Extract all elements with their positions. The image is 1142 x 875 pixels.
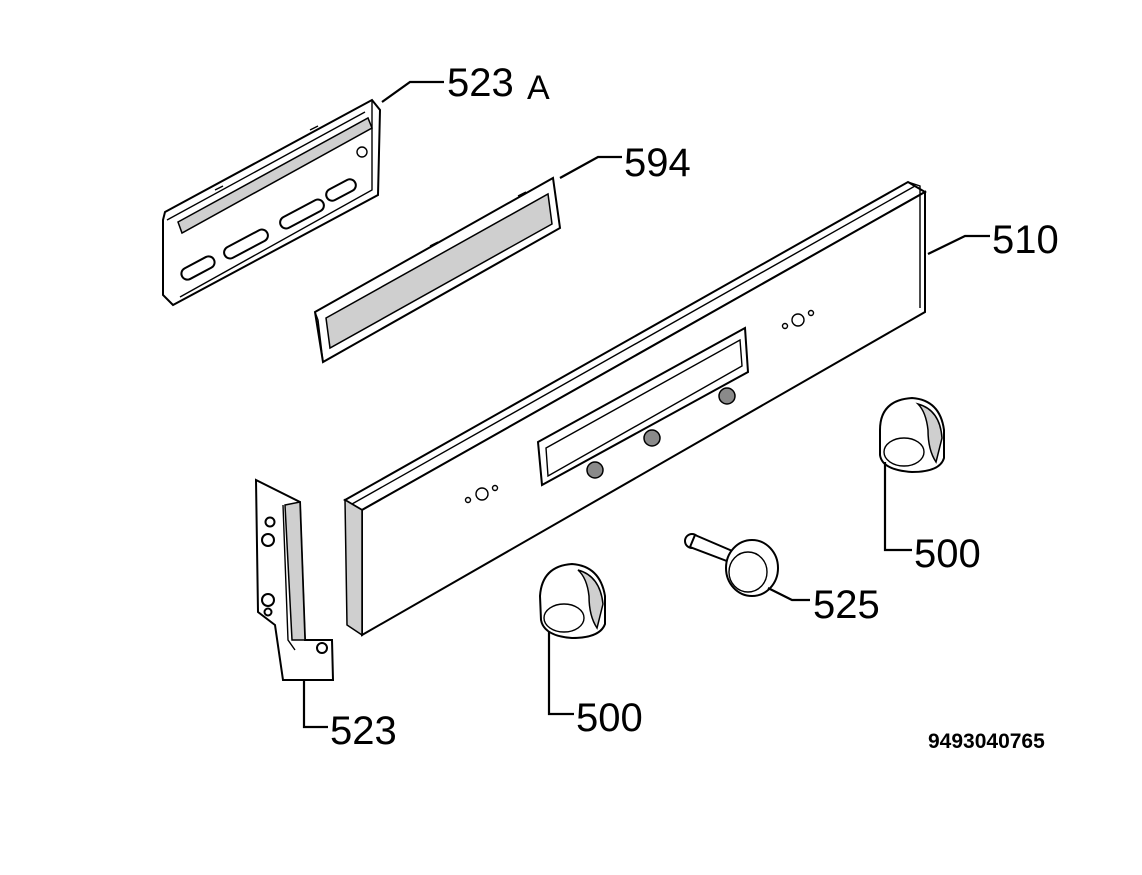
control-panel-510 — [342, 180, 928, 637]
knob-right-500 — [879, 396, 945, 474]
push-button-525 — [684, 533, 779, 597]
knob-left-500 — [538, 562, 606, 640]
leader-lines — [302, 80, 990, 729]
trim-frame-523a — [162, 98, 382, 307]
label-knob-left: 500 — [576, 696, 643, 740]
label-side-bracket: 523 — [330, 709, 397, 753]
label-knob-right: 500 — [914, 532, 981, 576]
label-push-button: 525 — [813, 583, 880, 627]
label-window-strip: 594 — [624, 141, 691, 185]
label-control-panel: 510 — [992, 218, 1059, 262]
label-trim-frame: 523 — [447, 61, 514, 105]
side-bracket-523 — [254, 478, 335, 681]
label-trim-frame-suffix: A — [527, 69, 550, 107]
window-strip-594 — [313, 176, 562, 364]
drawing-number: 9493040765 — [928, 730, 1045, 753]
